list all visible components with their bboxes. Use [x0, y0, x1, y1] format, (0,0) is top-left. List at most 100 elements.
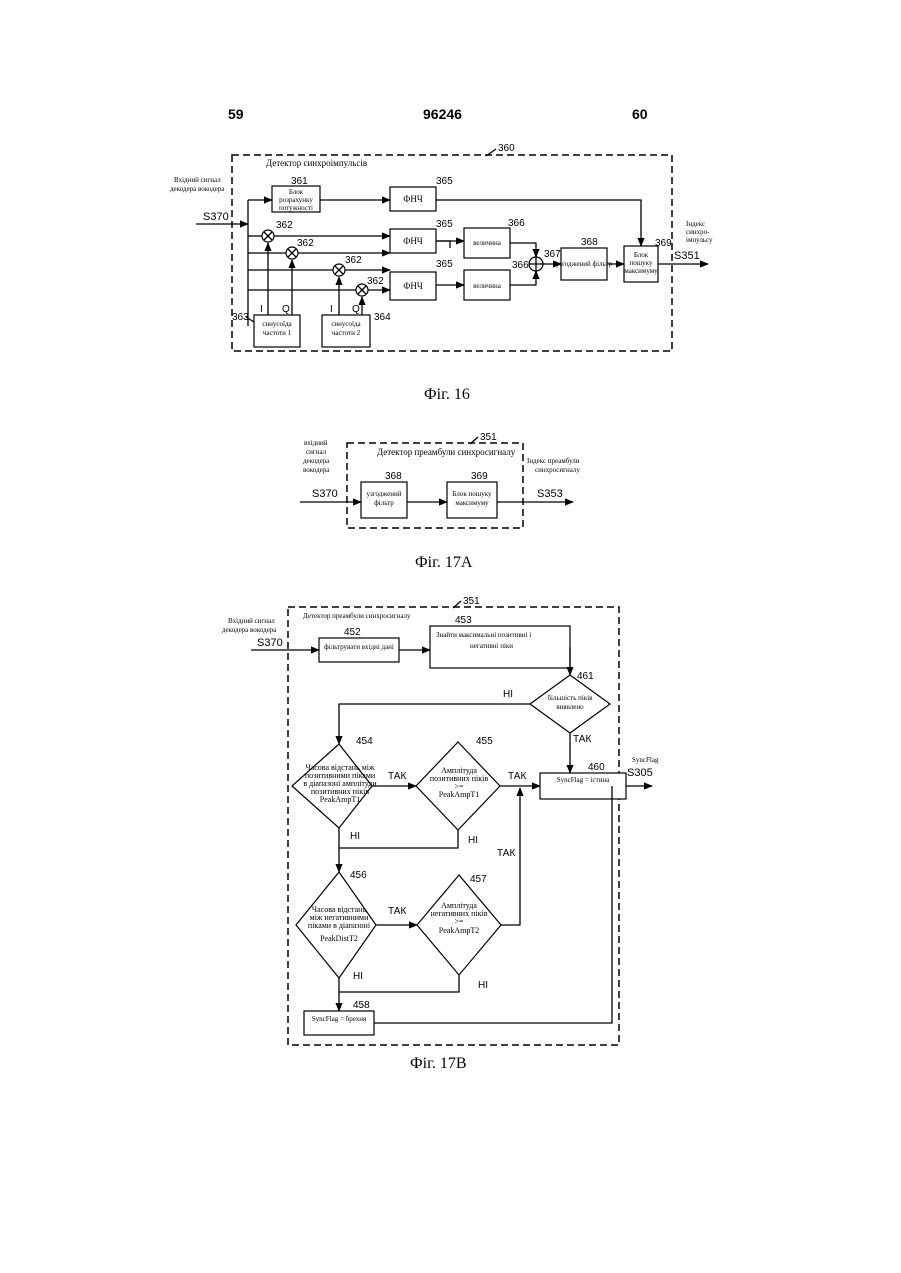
figure-17a-caption: Фіг. 17А	[415, 554, 473, 571]
svg-text:НІ: НІ	[350, 831, 360, 842]
svg-text:461: 461	[577, 671, 594, 682]
svg-text:S370: S370	[312, 488, 338, 500]
svg-text:ФНЧ: ФНЧ	[403, 194, 423, 204]
svg-text:синусоїда: синусоїда	[262, 320, 292, 328]
svg-text:фільтр: фільтр	[374, 499, 394, 507]
svg-text:узгоджений: узгоджений	[367, 490, 402, 498]
svg-text:Q: Q	[282, 304, 290, 315]
svg-text:SyncFlag = істина: SyncFlag = істина	[557, 776, 610, 784]
svg-text:PeakAmpT1: PeakAmpT1	[439, 790, 479, 799]
svg-text:Індекс преамбули: Індекс преамбули	[527, 457, 580, 465]
svg-text:369: 369	[471, 471, 488, 482]
figure-16: 360 Детектор синхроімпульсів Вхідний сиг…	[170, 143, 713, 403]
svg-text:364: 364	[374, 312, 391, 323]
multiplier-1	[262, 230, 274, 242]
svg-text:452: 452	[344, 627, 361, 638]
svg-text:362: 362	[367, 276, 384, 287]
preamble-detector-title: Детектор преамбули синхросигналу	[377, 447, 516, 457]
left-page-number: 59	[228, 106, 244, 122]
svg-text:декодера вокодера: декодера вокодера	[222, 626, 277, 634]
svg-text:ФНЧ: ФНЧ	[403, 281, 423, 291]
page-header: 59 96246 60	[228, 106, 648, 122]
svg-text:455: 455	[476, 736, 493, 747]
svg-text:S353: S353	[537, 488, 563, 500]
svg-text:362: 362	[276, 220, 293, 231]
svg-text:негативні піки: негативні піки	[470, 642, 513, 650]
svg-text:ТАК: ТАК	[573, 734, 591, 745]
svg-text:узгоджений фільтр: узгоджений фільтр	[556, 260, 613, 268]
svg-text:369: 369	[655, 238, 672, 249]
svg-text:вхідний: вхідний	[304, 439, 328, 447]
svg-text:пошуку: пошуку	[630, 259, 653, 267]
svg-text:456: 456	[350, 870, 367, 881]
svg-text:величина: величина	[473, 239, 502, 247]
svg-text:фільтрувати вхідні дані: фільтрувати вхідні дані	[324, 643, 394, 651]
svg-text:368: 368	[581, 237, 598, 248]
svg-text:Q: Q	[352, 304, 360, 315]
svg-text:ТАК: ТАК	[508, 771, 526, 782]
svg-text:Блок: Блок	[634, 251, 649, 259]
svg-text:частоти 2: частоти 2	[332, 329, 361, 337]
svg-text:S305: S305	[627, 767, 653, 779]
svg-text:НІ: НІ	[353, 971, 363, 982]
input-label-2: декодера вокодера	[170, 185, 225, 193]
output-signal-s351: S351	[674, 250, 700, 262]
input-signal-s370: S370	[203, 211, 229, 223]
svg-text:ТАК: ТАК	[388, 771, 406, 782]
svg-text:PeakAmpT1: PeakAmpT1	[320, 795, 360, 804]
svg-text:367: 367	[544, 249, 561, 260]
svg-text:вокодера: вокодера	[303, 466, 330, 474]
svg-text:величина: величина	[473, 282, 502, 290]
svg-text:НІ: НІ	[478, 980, 488, 991]
svg-text:453: 453	[455, 615, 472, 626]
svg-text:>=: >=	[454, 917, 464, 926]
adder	[529, 257, 543, 271]
svg-text:синхро-: синхро-	[686, 228, 710, 236]
svg-text:частоти 1: частоти 1	[263, 329, 292, 337]
svg-text:457: 457	[470, 874, 487, 885]
svg-text:366: 366	[508, 218, 525, 229]
svg-text:PeakDistT2: PeakDistT2	[320, 934, 358, 943]
svg-text:розрахунку: розрахунку	[279, 196, 313, 204]
svg-text:Детектор преамбули синхросигна: Детектор преамбули синхросигналу	[303, 612, 411, 620]
svg-text:піками в діапазоні: піками в діапазоні	[308, 921, 371, 930]
svg-text:Блок: Блок	[289, 188, 304, 196]
svg-text:365: 365	[436, 176, 453, 187]
right-page-number: 60	[632, 106, 648, 122]
svg-text:SyncFlag = брехня: SyncFlag = брехня	[312, 1015, 367, 1023]
svg-text:НІ: НІ	[503, 689, 513, 700]
input-label: Вхідний сигнал	[174, 176, 221, 184]
svg-text:I: I	[260, 304, 263, 315]
svg-text:потужності: потужності	[279, 204, 313, 212]
svg-text:S370: S370	[257, 637, 283, 649]
svg-text:PeakAmpT2: PeakAmpT2	[439, 926, 479, 935]
svg-text:366: 366	[512, 260, 529, 271]
svg-text:362: 362	[345, 255, 362, 266]
svg-text:більшість піків: більшість піків	[548, 694, 594, 702]
figure-17b-caption: Фіг. 17В	[410, 1055, 467, 1072]
svg-text:максимуму: максимуму	[455, 499, 489, 507]
block-ref-360: 360	[498, 143, 515, 154]
svg-text:460: 460	[588, 762, 605, 773]
svg-text:декодера: декодера	[303, 457, 330, 465]
svg-text:Знайти максимальні позитивні і: Знайти максимальні позитивні і	[436, 631, 531, 639]
svg-text:Вхідний сигнал: Вхідний сигнал	[228, 617, 275, 625]
svg-text:351: 351	[463, 596, 480, 607]
svg-text:Індекс: Індекс	[686, 220, 705, 228]
svg-text:ТАК: ТАК	[497, 848, 515, 859]
detector-title: Детектор синхроімпульсів	[266, 158, 367, 168]
svg-text:454: 454	[356, 736, 373, 747]
svg-text:виявлено: виявлено	[556, 703, 584, 711]
svg-text:НІ: НІ	[468, 835, 478, 846]
svg-text:Блок пошуку: Блок пошуку	[452, 490, 492, 498]
svg-text:імпульсу: імпульсу	[686, 236, 713, 244]
svg-text:ТАК: ТАК	[388, 906, 406, 917]
document-number: 96246	[423, 106, 462, 122]
figure-17a: 351 Детектор преамбули синхросигналу вхі…	[300, 432, 580, 571]
svg-text:368: 368	[385, 471, 402, 482]
figure-16-caption: Фіг. 16	[424, 386, 470, 403]
svg-text:362: 362	[297, 238, 314, 249]
svg-text:синхросигналу: синхросигналу	[535, 466, 580, 474]
svg-text:сигнал: сигнал	[306, 448, 327, 456]
